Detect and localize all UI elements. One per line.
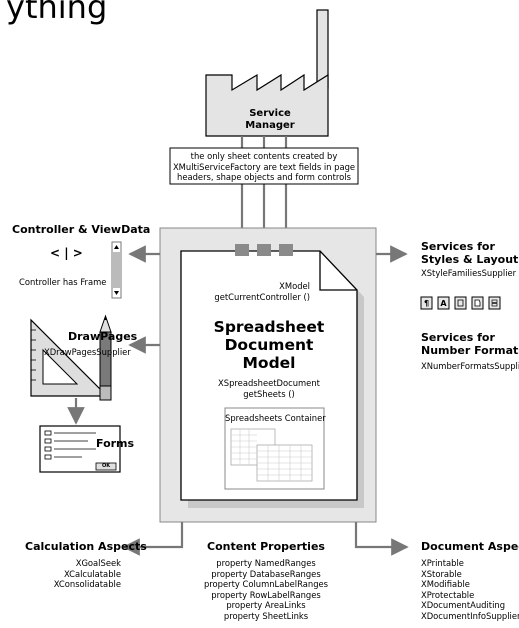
- content-property-item: property RowLabelRanges: [211, 589, 321, 600]
- service-manager-line1: Service: [249, 108, 291, 119]
- controller-scrollbar: [111, 241, 122, 299]
- connector-ports: [235, 244, 293, 256]
- service-manager-label: Service Manager: [230, 108, 310, 132]
- note-box: [169, 147, 359, 185]
- styles-title-line2: Styles & Layout: [421, 253, 519, 266]
- styles-title-line1: Services for: [421, 240, 495, 253]
- document-aspect-item: XStorable: [421, 568, 462, 579]
- content-property-item: property ColumnLabelRanges: [203, 579, 329, 589]
- content-property-item: property NamedRanges: [216, 558, 316, 568]
- document-aspect-item: XDocumentAuditing: [421, 600, 506, 610]
- controller-title: Controller & ViewData: [12, 223, 151, 236]
- svg-text:A: A: [440, 299, 447, 308]
- document-aspects-list: XPrintable XStorable XModifiable XProtec…: [421, 558, 519, 621]
- service-manager-line2: Manager: [245, 120, 295, 131]
- content-property-item: property DatabaseRanges: [211, 568, 321, 579]
- styles-interface: XStyleFamiliesSupplier: [421, 268, 517, 278]
- style-family-icons: [420, 296, 501, 310]
- document-aspect-item: XProtectable: [421, 589, 475, 600]
- calculation-item: XConsolidatable: [53, 579, 121, 589]
- content-properties-title: Content Properties: [207, 540, 325, 553]
- cut-off-heading: ything: [6, 0, 108, 26]
- spreadsheets-container: [224, 407, 325, 490]
- note-line2: XMultiServiceFactory are text fields in …: [172, 161, 356, 172]
- drawpages-interface: XDrawPagesSupplier: [44, 347, 131, 357]
- xmodel-label: XModel: [279, 281, 310, 291]
- content-property-item: property SheetLinks: [223, 610, 309, 621]
- content-properties-list: property NamedRanges property DatabaseRa…: [193, 558, 339, 621]
- svg-text:¶: ¶: [424, 299, 429, 308]
- document-title-line2: Document: [224, 336, 314, 354]
- document-aspect-item: XPrintable: [421, 558, 464, 568]
- document-aspects-title: Document Aspects: [421, 540, 519, 553]
- document-title-line1: Spreadsheet: [213, 318, 325, 336]
- controller-caption: Controller has Frame: [19, 277, 107, 287]
- document-aspect-item: XDocumentInfoSupplier: [421, 610, 519, 621]
- get-current-controller-label: getCurrentController (): [214, 292, 310, 302]
- xspreadsheetdocument-label: XSpreadsheetDocument: [218, 378, 320, 388]
- calculation-item: XGoalSeek: [75, 558, 121, 568]
- document-title-line3: Model: [242, 354, 296, 372]
- note-line3: headers, shape objects and form controls: [177, 172, 351, 182]
- spreadsheets-container-label: Spreadsheets Container: [225, 413, 326, 423]
- calculation-list: XGoalSeek XCalculatable XConsolidatable: [20, 558, 121, 590]
- drawpages-title: DrawPages: [68, 330, 138, 343]
- drawing-tools-icon: [30, 314, 112, 401]
- form-ok-label: OK: [101, 463, 111, 469]
- styles-title: Services for Styles & Layout: [421, 240, 518, 266]
- forms-title: Forms: [96, 437, 135, 450]
- number-formats-title-line1: Services for: [421, 331, 495, 344]
- number-formats-interface-text: XNumberFormatsSupplier: [421, 361, 519, 371]
- form-window-icon: [39, 425, 121, 473]
- number-formats-title: Services for Number Formats: [421, 331, 519, 357]
- relation-arrows: [67, 245, 409, 556]
- calculation-item: XCalculatable: [63, 568, 121, 579]
- document-title: Spreadsheet Document Model: [181, 318, 357, 372]
- number-formats-title-line2: Number Formats: [421, 344, 519, 357]
- factory-note: the only sheet contents created by XMult…: [170, 151, 358, 183]
- note-line1: the only sheet contents created by: [190, 151, 338, 161]
- calculation-title: Calculation Aspects: [25, 540, 147, 553]
- number-formats-interface: XNumberFormatsSupplier: [421, 361, 519, 372]
- factory-icon: [205, 9, 329, 137]
- document-aspect-item: XModifiable: [421, 579, 470, 589]
- content-property-item: property AreaLinks: [226, 600, 306, 610]
- controller-symbol: < | >: [50, 246, 83, 260]
- get-sheets-label: getSheets (): [243, 389, 295, 399]
- style-family-glyphs: ¶ A: [424, 299, 498, 308]
